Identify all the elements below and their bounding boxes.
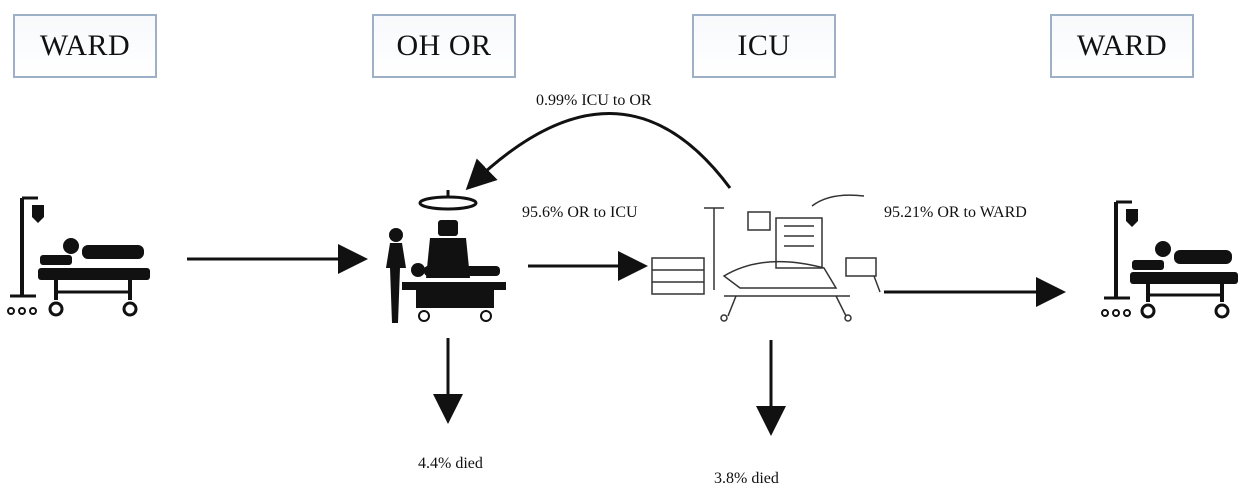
label-or-to-icu: 95.6% OR to ICU [522,204,638,221]
label-or-died: 4.4% died [418,455,483,472]
label-icu-died: 3.8% died [714,470,779,487]
arrow-icu-to-or [465,112,732,191]
hospital-bed-patient-icon [1101,200,1238,319]
stage-icu: ICU [692,14,836,78]
label-icu-to-or: 0.99% ICU to OR [536,92,652,109]
stage-ward-start: WARD [13,14,157,78]
stage-operating-room: OH OR [372,14,516,78]
icu-bed-icon [651,194,881,322]
hospital-bed-patient-icon [7,196,150,317]
stage-ward-end: WARD [1050,14,1194,78]
label-or-to-ward: 95.21% OR to WARD [884,204,1027,221]
operating-room-surgeon-icon [386,190,506,323]
